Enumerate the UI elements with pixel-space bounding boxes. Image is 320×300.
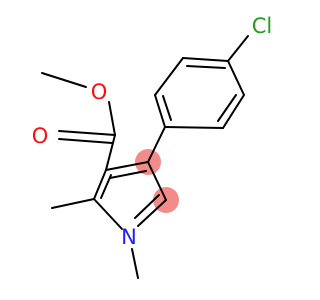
- bond-c4-c5: [147, 161, 167, 201]
- atom-o-ester: O: [91, 80, 108, 104]
- molecule-svg: O O Cl N: [32, 14, 273, 279]
- bond-ph5-ph6: [222, 94, 245, 129]
- bond-c3-c4-double-a: [105, 161, 149, 171]
- bond-o-carbonyl: [108, 101, 116, 136]
- bond-n-c2: [93, 198, 123, 230]
- atom-cl: Cl: [252, 14, 273, 38]
- atom-o-carbonyl: O: [32, 124, 49, 148]
- bond-c2-methyl: [51, 198, 95, 209]
- bond-c2-c3-double: [100, 174, 112, 199]
- bond-ph6-ph1: [164, 126, 224, 129]
- bond-ph2-ph3: [154, 57, 184, 96]
- bond-ph1-ph2-inner: [162, 95, 172, 121]
- bond-ph1-ph2: [154, 94, 166, 128]
- bond-carbonyl-o-double-b: [58, 138, 113, 144]
- bond-c2-c3: [93, 169, 107, 200]
- atom-n: N: [121, 225, 137, 249]
- bond-carbonyl-o-double-a: [58, 130, 116, 136]
- bond-c4-phenyl: [147, 126, 166, 163]
- molecule-structure-diagram: O O Cl N: [32, 14, 273, 279]
- bond-methyl-o: [41, 72, 87, 88]
- bond-c3-c4-double-b: [109, 170, 147, 179]
- bond-c5-n-double-b: [134, 194, 160, 219]
- bond-carbonyl-c3: [105, 134, 116, 171]
- bond-ph3-ph4: [182, 57, 229, 62]
- bond-c5-n-double-a: [137, 199, 167, 227]
- bond-ph4-ph5: [227, 60, 245, 96]
- bond-n-methyl: [131, 248, 139, 279]
- bond-ph4-cl: [227, 35, 249, 62]
- bond-ph5-ph6-inner: [217, 94, 237, 122]
- bond-ph3-ph4-inner: [186, 65, 226, 69]
